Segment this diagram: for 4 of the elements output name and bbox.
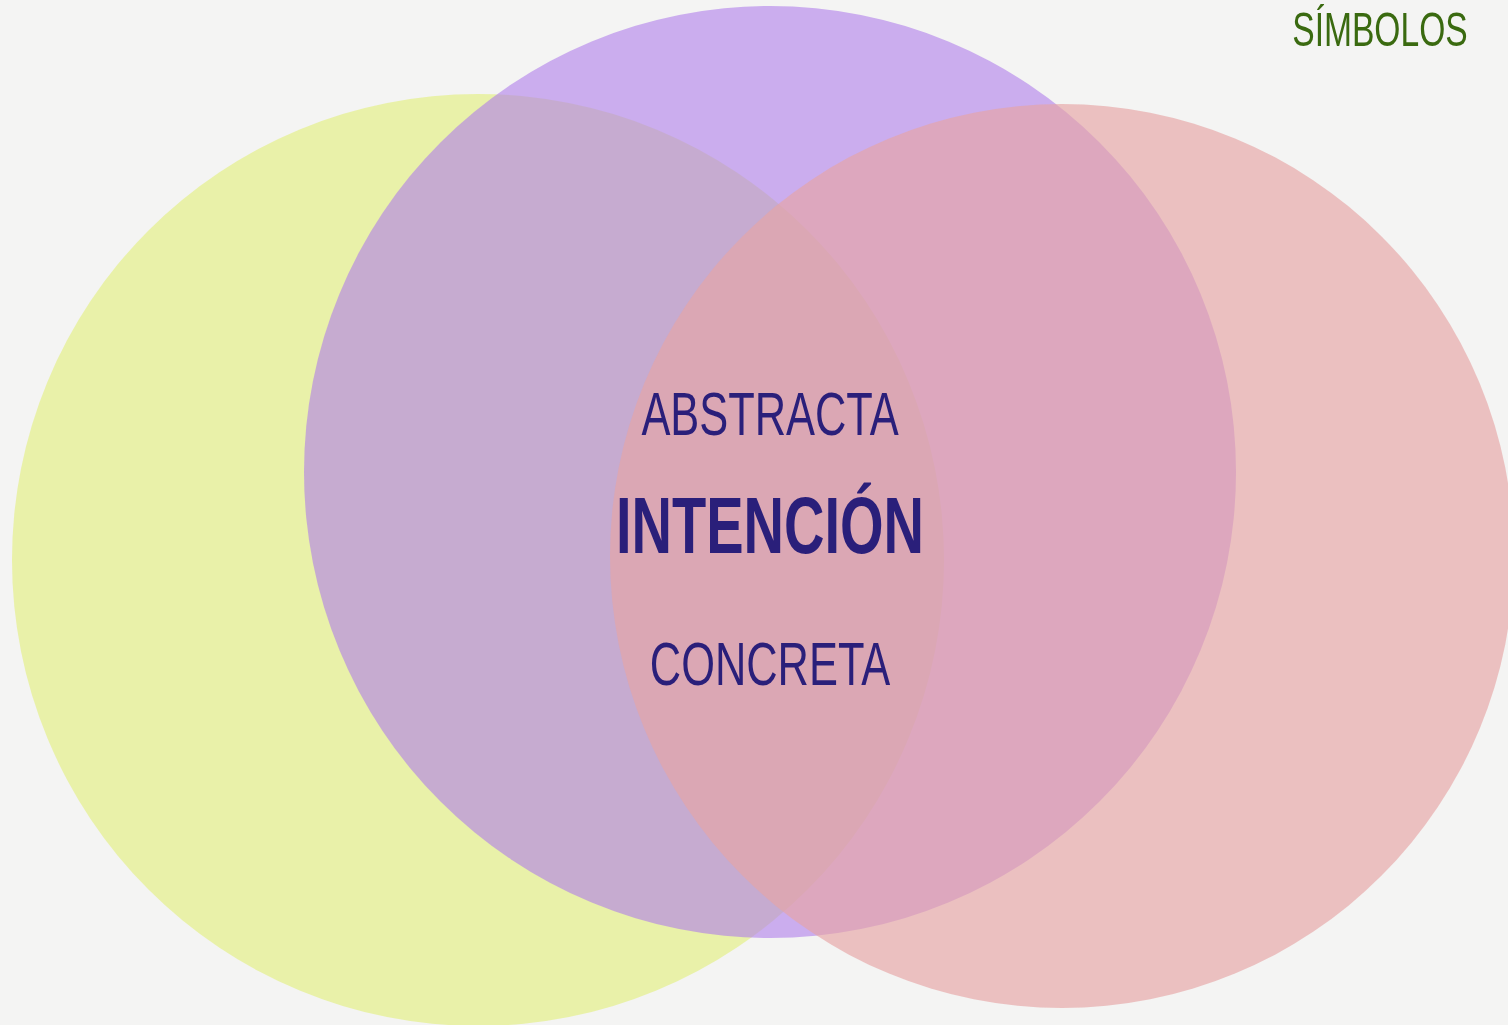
region-label: CONCRETA [648, 628, 892, 699]
region-label: ABSTRACTA [640, 378, 900, 449]
center-heading: INTENCIÓN [615, 480, 925, 572]
title: SÍMBOLOS [1292, 2, 1468, 57]
